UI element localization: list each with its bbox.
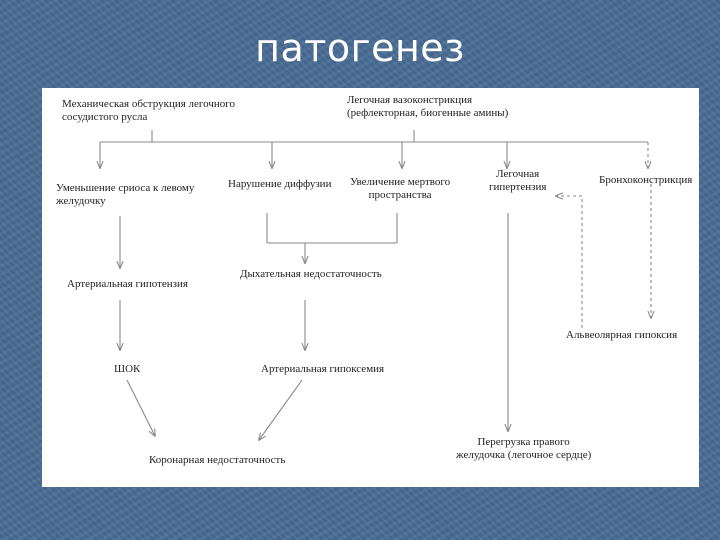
node-arterial-hypoxemia: Артериальная гипоксемия <box>261 363 385 375</box>
arrow-hypoxemia-to-coronary <box>259 379 303 440</box>
node-pulm-vasoconstriction: Легочная вазоконстрикция(рефлекторная, б… <box>347 94 509 119</box>
arrow-shock-to-coronary <box>126 379 155 436</box>
node-respiratory-failure: Дыхательная недостаточность <box>240 268 382 280</box>
slide-title: патогенез <box>255 26 465 70</box>
node-bronchoconstriction: Бронхоконстрикция <box>599 174 693 186</box>
node-shock: ШОК <box>114 363 141 375</box>
node-coronary-insufficiency: Коронарная недостаточность <box>149 454 286 466</box>
node-arterial-hypotension: Артериальная гипотензия <box>67 278 188 290</box>
node-alveolar-hypoxia: Альвеолярная гипоксия <box>566 329 678 341</box>
diagram-connectors <box>42 130 699 487</box>
node-diffusion-disorder: Нарушение диффузии <box>228 178 332 190</box>
